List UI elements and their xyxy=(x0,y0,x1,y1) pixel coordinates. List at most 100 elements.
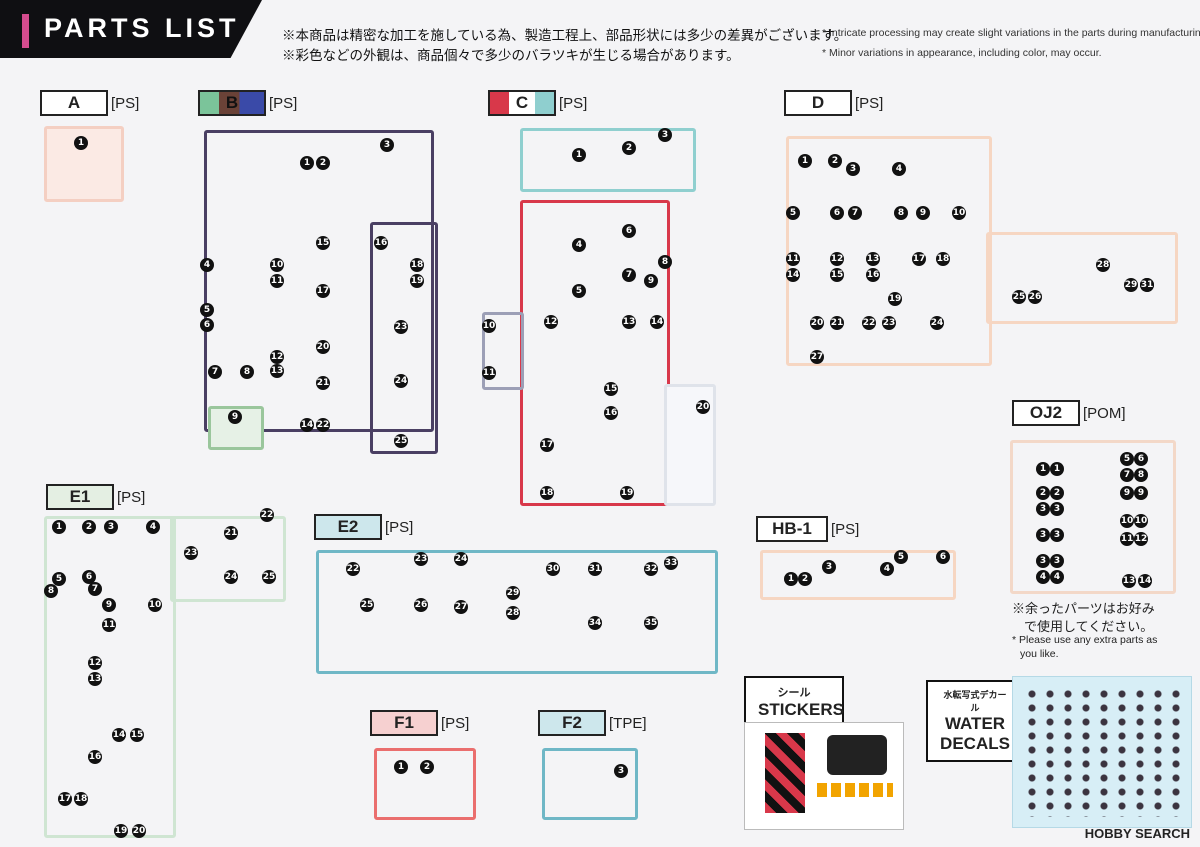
part-number-E2-23: 23 xyxy=(414,552,428,566)
runner-E2 xyxy=(316,550,718,674)
label-A-mat: [PS] xyxy=(111,94,140,112)
part-number-E1-3: 3 xyxy=(104,520,118,534)
part-number-B-1: 1 xyxy=(300,156,314,170)
part-number-OJ2-12: 12 xyxy=(1134,532,1148,546)
part-number-E2-31: 31 xyxy=(588,562,602,576)
part-number-D-3: 3 xyxy=(846,162,860,176)
part-number-D-20: 20 xyxy=(810,316,824,330)
part-number-D-26: 26 xyxy=(1028,290,1042,304)
part-number-OJ2-8: 8 xyxy=(1134,468,1148,482)
part-number-E1-6: 6 xyxy=(82,570,96,584)
runner-E1 xyxy=(44,516,176,838)
label-D-name: D xyxy=(784,90,852,116)
part-number-OJ2-13: 13 xyxy=(1122,574,1136,588)
runner-B-side xyxy=(370,222,438,454)
part-number-E1-25: 25 xyxy=(262,570,276,584)
part-number-D-25: 25 xyxy=(1012,290,1026,304)
part-number-D-16: 16 xyxy=(866,268,880,282)
label-OJ2-name: OJ2 xyxy=(1012,400,1080,426)
part-number-E2-35: 35 xyxy=(644,616,658,630)
part-number-E1-24: 24 xyxy=(224,570,238,584)
decals-jp: 水転写式デカール xyxy=(943,690,1007,713)
part-number-OJ2-5: 5 xyxy=(1120,452,1134,466)
part-number-E1-5: 5 xyxy=(52,572,66,586)
label-E1: E1 [PS] xyxy=(46,484,145,510)
part-number-B-4: 4 xyxy=(200,258,214,272)
part-number-D-22: 22 xyxy=(862,316,876,330)
extra-note-jp-2: で使用してください。 xyxy=(1024,619,1154,634)
stickers-en: STICKERS xyxy=(758,700,844,719)
part-number-F1-1: 1 xyxy=(394,760,408,774)
part-number-D-23: 23 xyxy=(882,316,896,330)
part-number-OJ2-3: 3 xyxy=(1036,502,1050,516)
part-number-E1-16: 16 xyxy=(88,750,102,764)
label-E2-name: E2 xyxy=(314,514,382,540)
part-number-B-16: 16 xyxy=(374,236,388,250)
part-number-D-2: 2 xyxy=(828,154,842,168)
part-number-F2-3: 3 xyxy=(614,764,628,778)
decals-en-2: DECALS xyxy=(940,734,1010,753)
part-number-HB1-2: 2 xyxy=(798,572,812,586)
part-number-D-1: 1 xyxy=(798,154,812,168)
part-number-E1-21: 21 xyxy=(224,526,238,540)
part-number-D-13: 13 xyxy=(866,252,880,266)
part-number-C-13: 13 xyxy=(622,315,636,329)
part-number-D-15: 15 xyxy=(830,268,844,282)
part-number-C-4: 4 xyxy=(572,238,586,252)
part-number-C-20: 20 xyxy=(696,400,710,414)
part-number-OJ2-1: 1 xyxy=(1036,462,1050,476)
part-number-OJ2-10: 10 xyxy=(1120,514,1134,528)
title-banner xyxy=(0,0,262,58)
stickers-heading: シール STICKERS xyxy=(744,676,844,728)
sticker-strip xyxy=(817,783,893,797)
runner-F2 xyxy=(542,748,638,820)
part-number-D-10: 10 xyxy=(952,206,966,220)
part-number-C-11: 11 xyxy=(482,366,496,380)
part-number-D-27: 27 xyxy=(810,350,824,364)
label-C: C [PS] xyxy=(488,90,587,116)
label-F2: F2 [TPE] xyxy=(538,710,647,736)
part-number-OJ2-14: 14 xyxy=(1138,574,1152,588)
part-number-E2-27: 27 xyxy=(454,600,468,614)
part-number-D-4: 4 xyxy=(892,162,906,176)
part-number-E1-1: 1 xyxy=(52,520,66,534)
sticker-stripes xyxy=(765,733,805,813)
part-number-D-9: 9 xyxy=(916,206,930,220)
part-number-B-6: 6 xyxy=(200,318,214,332)
part-number-C-1: 1 xyxy=(572,148,586,162)
sticker-sheet xyxy=(744,722,904,830)
part-number-D-29: 29 xyxy=(1124,278,1138,292)
part-number-B-22: 22 xyxy=(316,418,330,432)
part-number-D-11: 11 xyxy=(786,252,800,266)
part-number-A-1: 1 xyxy=(74,136,88,150)
runner-D-ext xyxy=(986,232,1178,324)
label-F1-mat: [PS] xyxy=(441,714,470,732)
label-HB1-mat: [PS] xyxy=(831,520,860,538)
label-E1-mat: [PS] xyxy=(117,488,146,506)
runner-E1-ext xyxy=(170,516,286,602)
part-number-OJ2-7: 7 xyxy=(1120,468,1134,482)
sticker-emblem xyxy=(827,735,887,775)
part-number-C-19: 19 xyxy=(620,486,634,500)
part-number-E1-9: 9 xyxy=(102,598,116,612)
part-number-E1-22: 22 xyxy=(260,508,274,522)
label-F1: F1 [PS] xyxy=(370,710,469,736)
part-number-OJ2-2: 2 xyxy=(1050,486,1064,500)
label-E2-mat: [PS] xyxy=(385,518,414,536)
part-number-E1-20: 20 xyxy=(132,824,146,838)
part-number-C-12: 12 xyxy=(544,315,558,329)
part-number-B-19: 19 xyxy=(410,274,424,288)
part-number-D-19: 19 xyxy=(888,292,902,306)
part-number-B-8: 8 xyxy=(240,365,254,379)
part-number-D-24: 24 xyxy=(930,316,944,330)
part-number-E2-29: 29 xyxy=(506,586,520,600)
part-number-E1-12: 12 xyxy=(88,656,102,670)
part-number-E1-11: 11 xyxy=(102,618,116,632)
runner-OJ2 xyxy=(1010,440,1176,594)
label-F2-mat: [TPE] xyxy=(609,714,647,732)
part-number-E1-4: 4 xyxy=(146,520,160,534)
part-number-E1-8: 8 xyxy=(44,584,58,598)
part-number-B-9: 9 xyxy=(228,410,242,424)
label-OJ2-mat: [POM] xyxy=(1083,404,1126,422)
part-number-B-24: 24 xyxy=(394,374,408,388)
